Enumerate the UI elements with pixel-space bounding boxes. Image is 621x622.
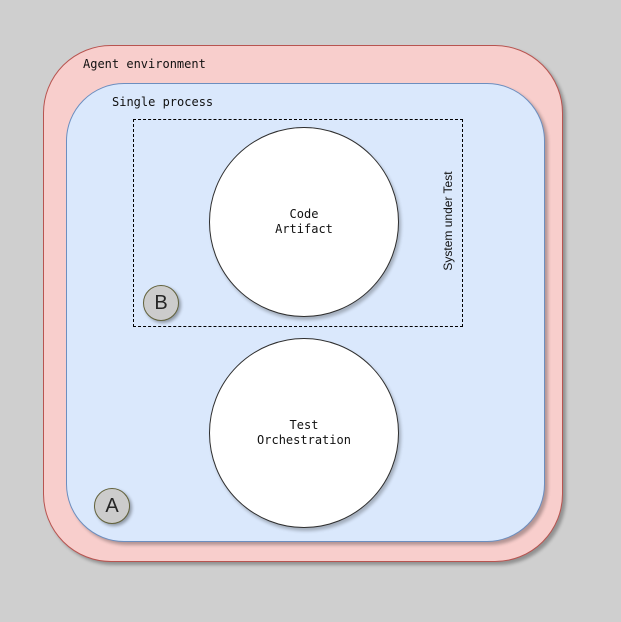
single-process-label: Single process (112, 95, 214, 109)
badge-b-label: B (154, 291, 168, 314)
code-artifact-label-line2: Artifact (275, 222, 333, 236)
badge-a-label: A (105, 494, 119, 517)
test-orchestration-label-line2: Orchestration (257, 433, 351, 447)
test-orchestration-node: Test Orchestration (209, 338, 399, 528)
code-artifact-node: Code Artifact (209, 127, 399, 317)
system-under-test-label: System under Test (441, 171, 455, 271)
badge-a: A (94, 488, 130, 524)
agent-environment-label: Agent environment (83, 57, 206, 71)
code-artifact-label-line1: Code (289, 207, 319, 221)
system-under-test-box (133, 119, 463, 327)
test-orchestration-label-line1: Test (289, 418, 319, 432)
badge-b: B (143, 285, 179, 321)
